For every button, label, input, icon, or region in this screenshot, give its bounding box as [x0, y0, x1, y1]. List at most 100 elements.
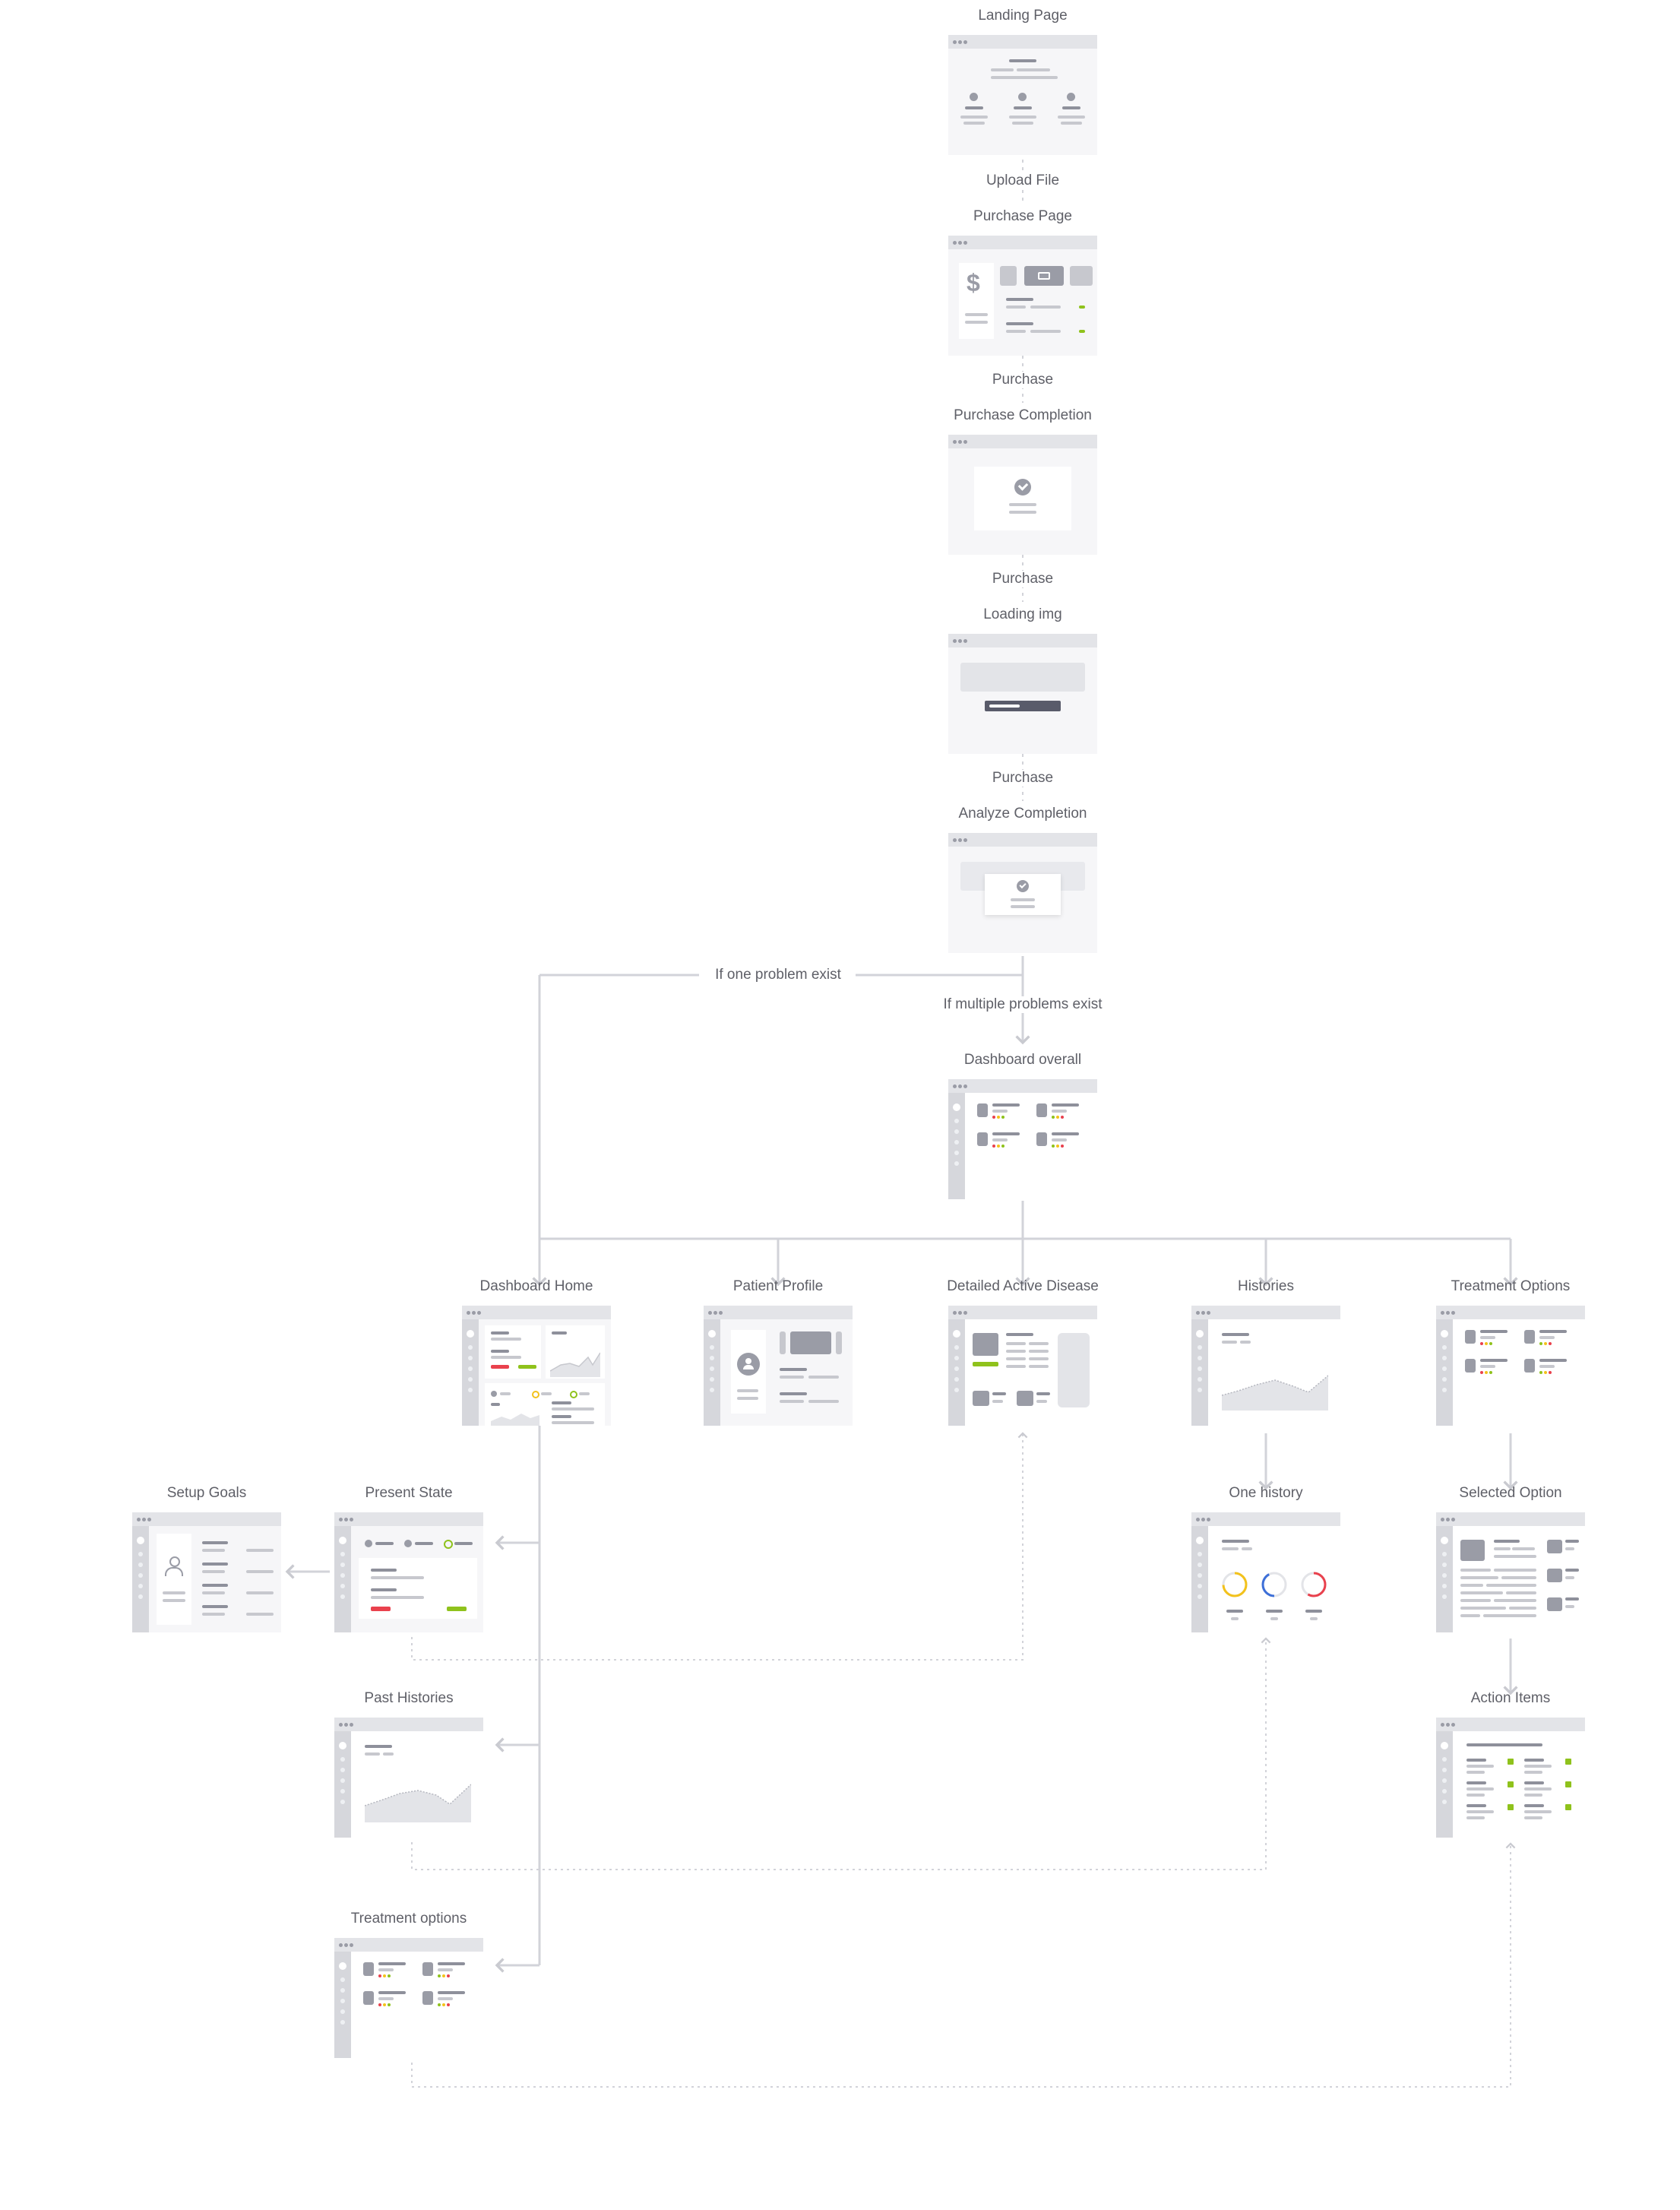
screen-title: Loading img: [983, 606, 1062, 622]
document-icon: [422, 1991, 433, 2005]
screen-title: Patient Profile: [732, 1278, 824, 1294]
screen-treatment-options-sub[interactable]: Treatment options: [334, 1911, 483, 2058]
image-icon: [1547, 1540, 1562, 1553]
screen-frame: [1191, 1306, 1340, 1426]
screen-title: Landing Page: [978, 8, 1068, 24]
window-bar: [1436, 1718, 1585, 1731]
screen-title: Purchase Page: [973, 208, 1072, 224]
screen-purchase-completion[interactable]: Purchase Completion: [948, 407, 1097, 555]
window-bar: [948, 236, 1097, 249]
document-icon: [977, 1132, 988, 1146]
screen-treatment-options[interactable]: Treatment Options: [1436, 1278, 1585, 1426]
progress-ring: [1261, 1572, 1287, 1597]
screen-frame: [948, 35, 1097, 155]
document-icon: [363, 1991, 374, 2005]
checkbox-icon: [1565, 1781, 1571, 1787]
window-bar: [334, 1718, 483, 1731]
image-icon: [1460, 1540, 1485, 1561]
window-bar: [334, 1938, 483, 1952]
screen-frame: [704, 1306, 853, 1426]
window-bar: [948, 1306, 1097, 1319]
document-icon: [1465, 1330, 1476, 1344]
screen-frame: [1436, 1512, 1585, 1632]
screen-title: Treatment Options: [1451, 1278, 1571, 1294]
screen-landing-page[interactable]: Landing Page: [948, 8, 1097, 155]
completion-card: [985, 874, 1061, 915]
image-icon: [1547, 1597, 1562, 1611]
screen-action-items[interactable]: Action Items: [1436, 1690, 1585, 1838]
sidebar: [1191, 1526, 1208, 1632]
window-bar: [132, 1512, 281, 1526]
label-one-problem: If one problem exist: [710, 967, 846, 983]
checkbox-icon: [1565, 1759, 1571, 1765]
credit-card-icon: [1000, 266, 1017, 286]
screen-title: Purchase Completion: [954, 407, 1092, 423]
completion-card: [974, 467, 1071, 530]
document-icon: [422, 1962, 433, 1976]
sidebar: [334, 1526, 351, 1632]
document-icon: [1036, 1103, 1047, 1117]
screen-frame: [334, 1938, 483, 2058]
check-circle-icon: [1014, 479, 1031, 496]
screen-setup-goals[interactable]: Setup Goals: [132, 1485, 281, 1632]
checkbox-icon: [1508, 1781, 1514, 1787]
checkbox-icon: [1565, 1804, 1571, 1810]
screen-title: Setup Goals: [166, 1485, 247, 1501]
area-chart: [365, 1784, 471, 1822]
screen-title: Detailed Active Disease: [947, 1278, 1099, 1294]
user-icon: [737, 1353, 760, 1376]
label-purchase: Purchase: [987, 770, 1058, 787]
screen-dashboard-home[interactable]: Dashboard Home: [462, 1278, 611, 1426]
check-circle-icon: [404, 1540, 412, 1547]
image-icon: [973, 1391, 989, 1406]
screen-frame: [948, 634, 1097, 754]
image-icon: [1017, 1391, 1033, 1406]
area-chart: [550, 1352, 600, 1377]
screen-present-state[interactable]: Present State: [334, 1485, 483, 1632]
screen-detailed-active-disease[interactable]: Detailed Active Disease: [947, 1278, 1099, 1426]
document-icon: [1036, 1132, 1047, 1146]
window-bar: [704, 1306, 853, 1319]
window-bar: [948, 35, 1097, 49]
screen-frame: [1191, 1512, 1340, 1632]
sidebar: [1436, 1319, 1453, 1426]
document-icon: [363, 1962, 374, 1976]
screen-one-history[interactable]: One history: [1191, 1485, 1340, 1632]
sidebar: [1191, 1319, 1208, 1426]
image-icon: [973, 1333, 998, 1356]
screen-dashboard-overall[interactable]: Dashboard overall: [948, 1052, 1097, 1199]
screen-selected-option[interactable]: Selected Option: [1436, 1485, 1585, 1632]
screen-frame: [462, 1306, 611, 1426]
sidebar: [334, 1952, 351, 2058]
window-bar: [462, 1306, 611, 1319]
screen-title: Histories: [1238, 1278, 1294, 1294]
label-purchase: Purchase: [987, 571, 1058, 587]
screen-patient-profile[interactable]: Patient Profile: [704, 1278, 853, 1426]
screen-past-histories[interactable]: Past Histories: [334, 1690, 483, 1838]
check-circle-icon: [491, 1391, 497, 1397]
screen-purchase-page[interactable]: Purchase Page $: [948, 208, 1097, 356]
screen-frame: [1436, 1306, 1585, 1426]
loading-bar: [985, 701, 1061, 711]
area-chart: [1222, 1375, 1328, 1411]
screen-frame: [1436, 1718, 1585, 1838]
screen-loading-img[interactable]: Loading img: [948, 606, 1097, 754]
image-placeholder: [790, 1331, 831, 1354]
screen-frame: [948, 435, 1097, 555]
document-icon: [1524, 1359, 1535, 1373]
screen-frame: [948, 833, 1097, 953]
screen-frame: [132, 1512, 281, 1632]
screen-analyze-completion[interactable]: Analyze Completion: [948, 806, 1097, 953]
sidebar: [948, 1319, 965, 1426]
sidebar: [1436, 1731, 1453, 1838]
window-bar: [948, 634, 1097, 647]
screen-title: Selected Option: [1459, 1485, 1562, 1501]
sidebar: [334, 1731, 351, 1838]
window-bar: [1436, 1512, 1585, 1526]
screen-histories[interactable]: Histories: [1191, 1278, 1340, 1426]
screen-frame: [948, 1306, 1097, 1426]
feature-icon: [1067, 93, 1075, 101]
label-multiple-problems: If multiple problems exist: [938, 996, 1107, 1013]
document-icon: [1524, 1330, 1535, 1344]
profile-card: [731, 1330, 766, 1414]
